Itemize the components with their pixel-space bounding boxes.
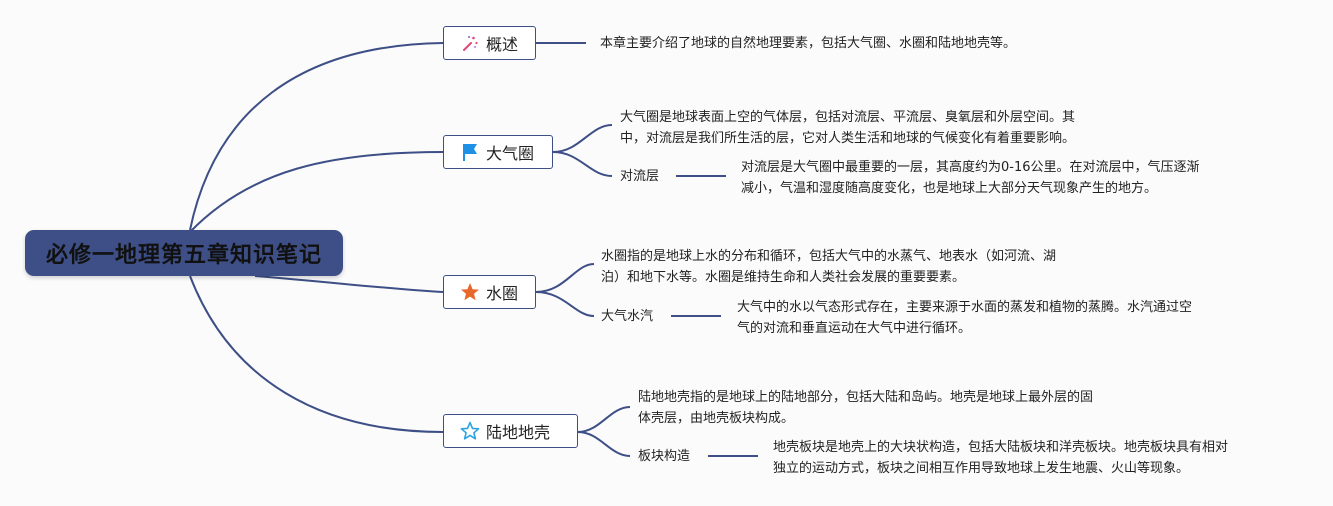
subtopic-troposphere[interactable]: 对流层 — [620, 169, 660, 184]
subtopic-plate-tectonics[interactable]: 板块构造 — [638, 449, 691, 464]
land-crust-note: 陆地地壳指的是地球上的陆地部分，包括大陆和岛屿。地壳是地球上最外层的固 体壳层，… — [638, 390, 1094, 426]
overview-note: 本章主要介绍了地球的自然地理要素，包括大气圈、水圈和陆地地壳等。 — [600, 36, 1017, 51]
connector-root-atmosphere — [189, 151, 444, 233]
plate-tectonics-note: 地壳板块是地壳上的大块状构造，包括大陆板块和洋壳板块。地壳板块具有相对 独立的运… — [773, 440, 1229, 476]
connector-atmosphere-sub — [552, 151, 613, 177]
connector-root-crust — [189, 275, 444, 433]
outline-star-icon — [460, 421, 480, 441]
orange-star-icon — [460, 282, 480, 302]
connector-atmosphere-note — [552, 124, 613, 153]
topic-atmosphere-label: 大气圈 — [486, 144, 535, 163]
blue-flag-icon — [460, 142, 480, 162]
water-vapor-note: 大气中的水以气态形式存在，主要来源于水面的蒸发和植物的蒸腾。水汽通过空 气的对流… — [737, 300, 1193, 336]
connector-root-hydrosphere — [254, 275, 444, 293]
magic-wand-icon — [460, 33, 480, 53]
connector-hydrosphere-note — [535, 263, 595, 293]
hydrosphere-note: 水圈指的是地球上水的分布和循环，包括大气中的水蒸气、地表水（如河流、湖 泊）和地… — [601, 249, 1057, 285]
atmosphere-note: 大气圈是地球表面上空的气体层，包括对流层、平流层、臭氧层和外层空间。其 中，对流… — [620, 110, 1076, 146]
topic-land-crust-label: 陆地地壳 — [486, 423, 551, 442]
topic-hydrosphere[interactable]: 水圈 — [443, 275, 536, 309]
topic-hydrosphere-label: 水圈 — [486, 284, 519, 303]
troposphere-note: 对流层是大气圈中最重要的一层，其高度约为0-16公里。在对流层中，气压逐渐 减小… — [741, 160, 1200, 196]
connector-hydrosphere-sub — [535, 291, 595, 317]
connector-crust-note — [577, 406, 631, 433]
topic-atmosphere[interactable]: 大气圈 — [443, 135, 553, 169]
subtopic-water-vapor[interactable]: 大气水汽 — [601, 309, 654, 324]
connector-root-overview — [189, 42, 444, 231]
connector-crust-sub — [577, 431, 631, 457]
topic-land-crust[interactable]: 陆地地壳 — [443, 414, 578, 448]
central-topic[interactable]: 必修一地理第五章知识笔记 — [25, 230, 343, 276]
topic-overview[interactable]: 概述 — [443, 26, 536, 60]
topic-overview-label: 概述 — [486, 35, 519, 54]
